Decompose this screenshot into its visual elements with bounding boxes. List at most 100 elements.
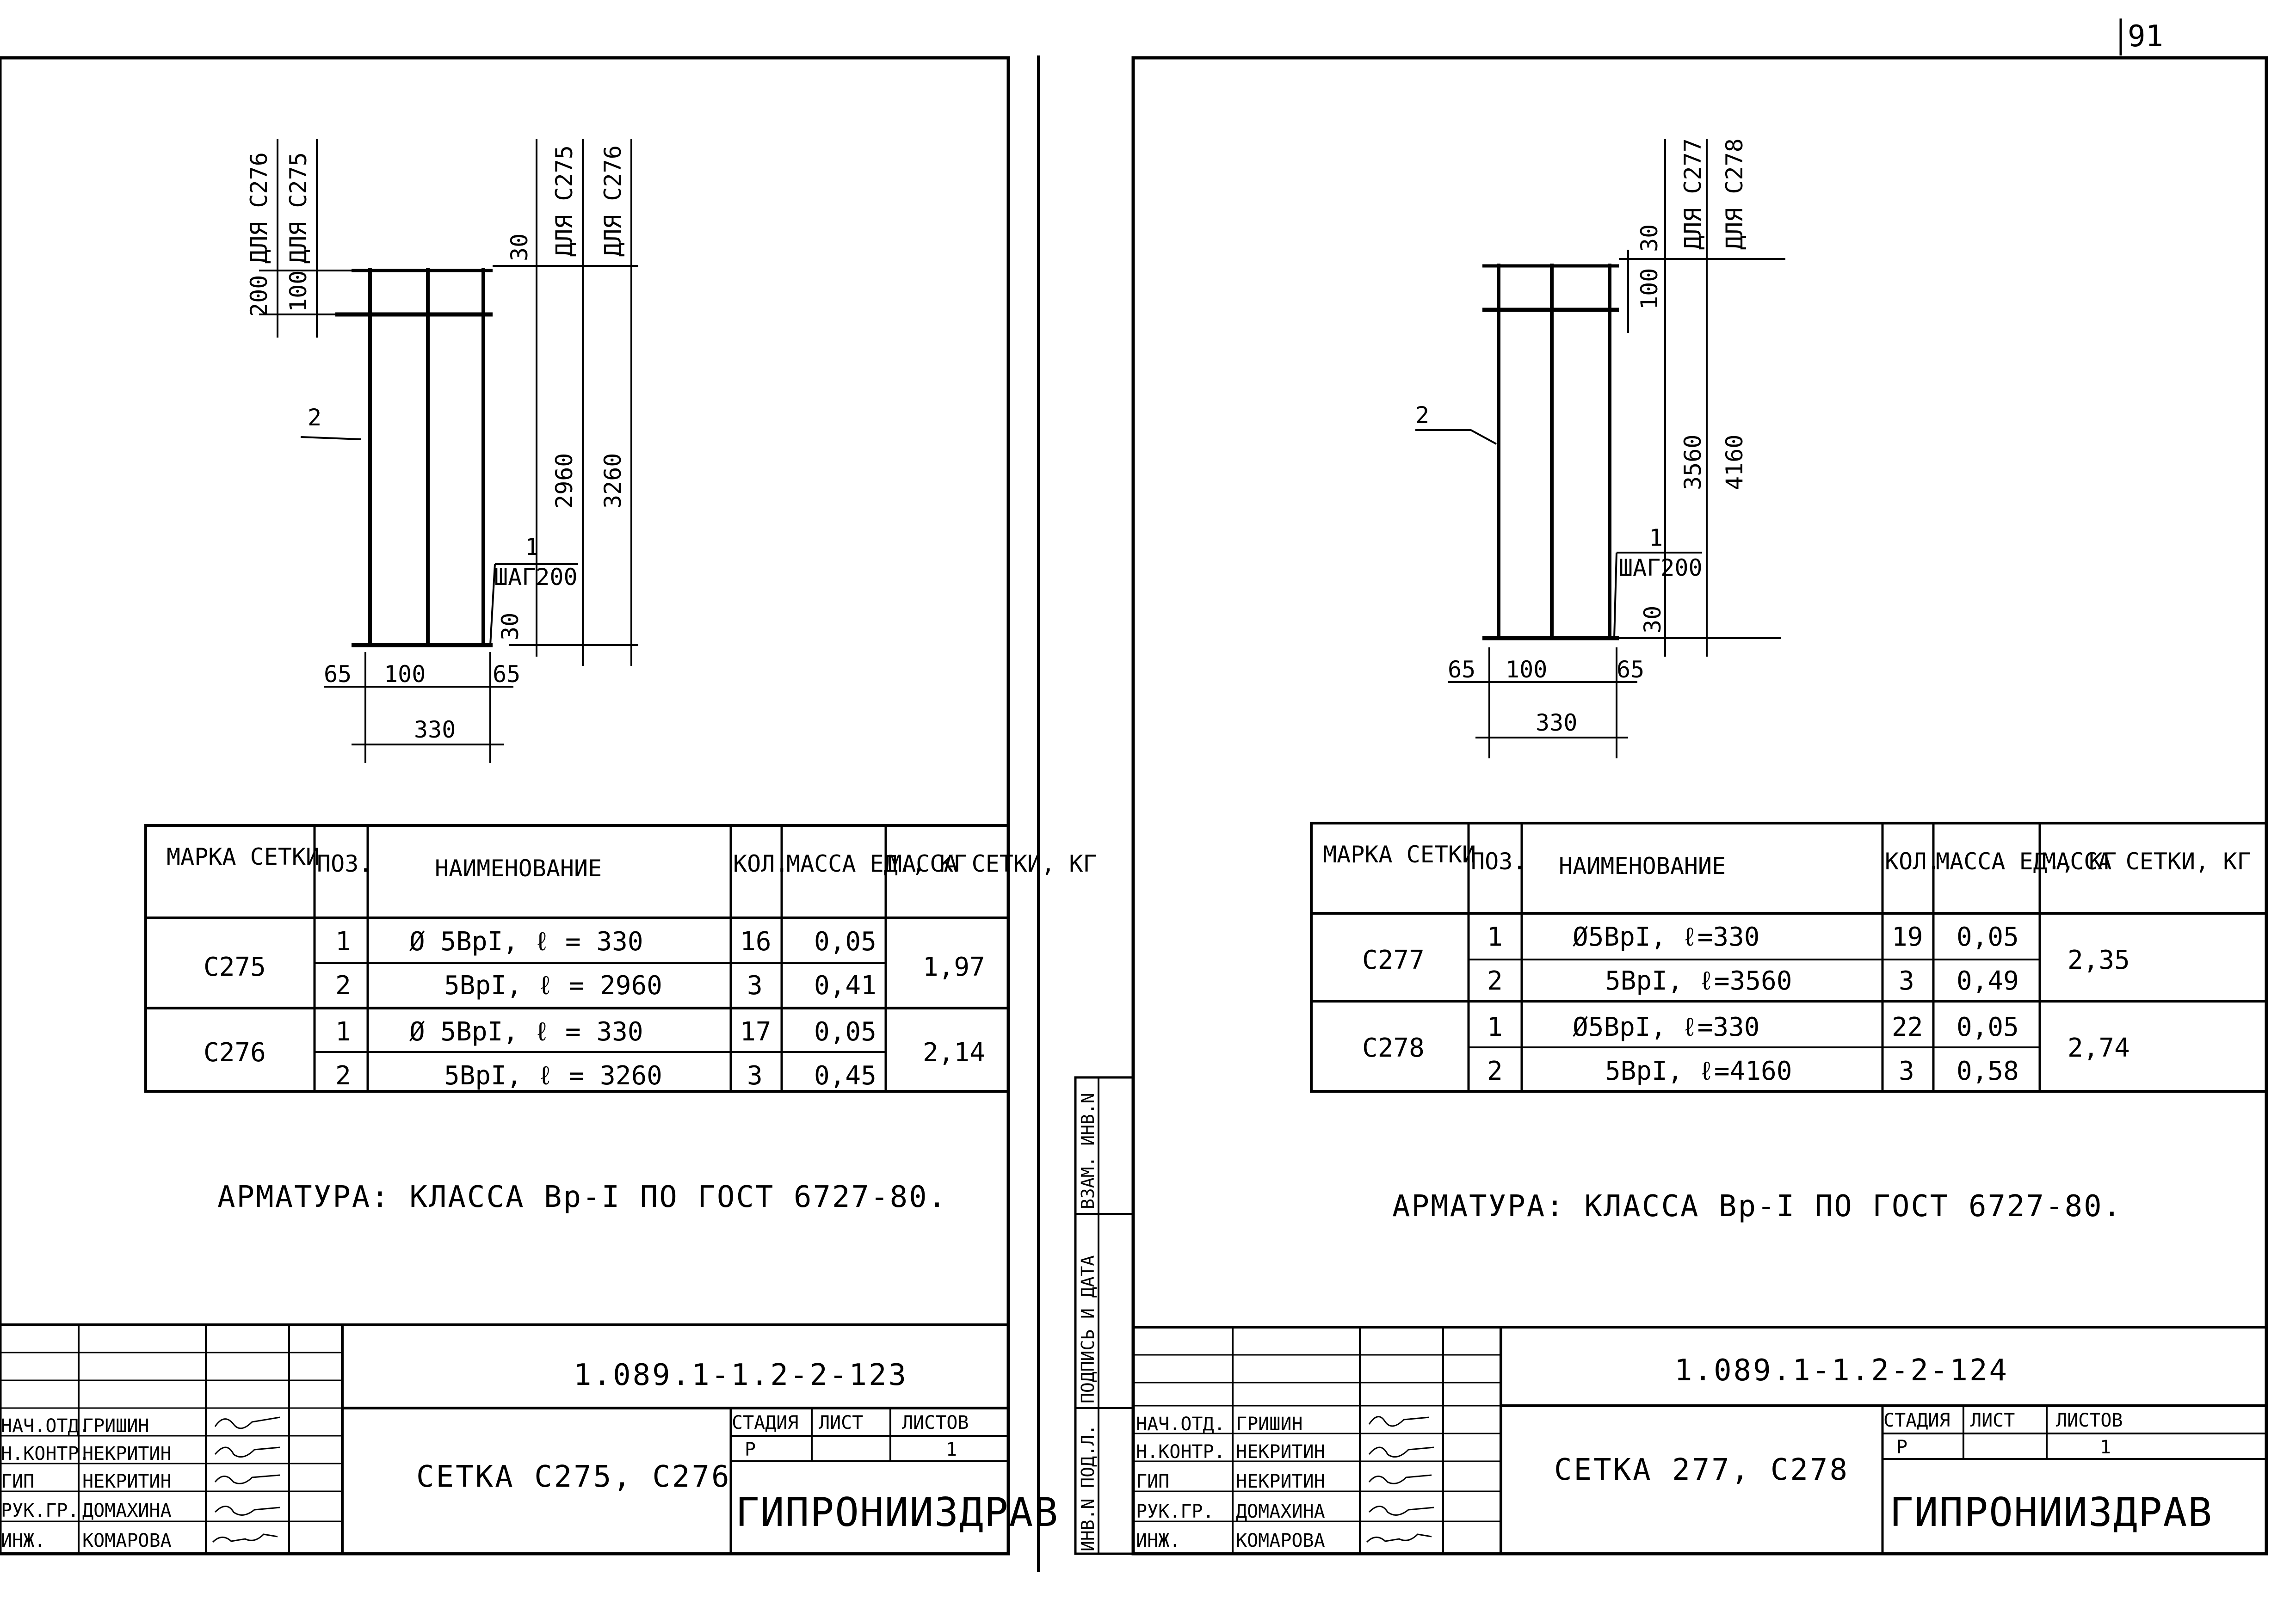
sheet-label-left: ЛИСТ	[819, 1412, 863, 1433]
name-1-right: ГРИШИН	[1236, 1414, 1303, 1435]
th-pos-left: ПОЗ.	[317, 850, 372, 877]
dim-top-30-right: 30	[1636, 224, 1663, 252]
dim-label-1-right: ДЛЯ C277	[1679, 138, 1706, 250]
pos-c277-2: 2	[1487, 966, 1503, 996]
dim-width-right: 330	[1536, 709, 1577, 736]
name-c276-1: Ø 5ВрI, ℓ = 330	[409, 1017, 643, 1047]
dim-bottom-30-left: 30	[497, 613, 524, 640]
spec-table-right	[1310, 822, 2268, 1093]
mass-total-c276: 2,14	[923, 1038, 985, 1068]
th-mass-unit-left: МАССА ЕД., КГ	[786, 850, 967, 877]
role-1-left: НАЧ.ОТД.	[1, 1415, 90, 1437]
qty-c275-2: 3	[747, 971, 763, 1001]
mass-c276-1: 0,05	[814, 1017, 876, 1047]
name-c275-1: Ø 5ВрI, ℓ = 330	[409, 927, 643, 957]
mark-c277: C277	[1362, 945, 1425, 975]
mass-c275-1: 0,05	[814, 927, 876, 957]
doc-code-right: 1.089.1-1.2-2-124	[1674, 1353, 2009, 1388]
signatures-right	[1366, 1416, 1434, 1543]
role-1-right: НАЧ.ОТД.	[1136, 1414, 1225, 1435]
dim-label-3-left: ДЛЯ C275	[551, 145, 578, 257]
pos-c276-2: 2	[335, 1061, 351, 1091]
pos-2-label-right: 2	[1415, 402, 1429, 429]
role-4-right: РУК.ГР.	[1136, 1501, 1214, 1522]
mesh-drawing-right	[1482, 264, 1619, 640]
qty-c278-2: 3	[1899, 1056, 1914, 1086]
name-c275-2: 5ВрI, ℓ = 2960	[444, 971, 662, 1001]
name-3-right: НЕКРИТИН	[1236, 1471, 1325, 1492]
sheets-count-right: 1	[2100, 1437, 2111, 1458]
pos-c278-2: 2	[1487, 1056, 1503, 1086]
sheets-label-left: ЛИСТОВ	[902, 1412, 969, 1433]
dim-top-30-left: 30	[506, 234, 533, 261]
role-3-left: ГИП	[1, 1471, 34, 1492]
mark-c275: C275	[204, 952, 266, 982]
title-block-left	[0, 1323, 1008, 1554]
stamp-inv-label: ИНВ.N ПОД.Л.	[1078, 1424, 1098, 1551]
org-left: ГИПРОНИИЗДРАВ	[735, 1489, 1059, 1536]
name-4-right: ДОМАХИНА	[1236, 1501, 1325, 1522]
qty-c276-1: 17	[740, 1017, 771, 1047]
qty-c278-1: 22	[1892, 1012, 1923, 1042]
mass-c277-1: 0,05	[1957, 922, 2019, 952]
sheets-count-left: 1	[946, 1439, 957, 1460]
name-c277-2: 5ВрI, ℓ=3560	[1605, 966, 1792, 996]
dim-bottom-100-right: 100	[1506, 656, 1547, 683]
role-2-left: Н.КОНТР.	[1, 1443, 90, 1464]
stage-label-right: СТАДИЯ	[1883, 1410, 1950, 1431]
dim-top-100-left: 100	[285, 271, 312, 312]
mass-c275-2: 0,41	[814, 971, 876, 1001]
role-5-right: ИНЖ.	[1136, 1530, 1180, 1551]
sheets-label-right: ЛИСТОВ	[2056, 1410, 2123, 1431]
name-c276-2: 5ВрI, ℓ = 3260	[444, 1061, 662, 1091]
qty-c277-1: 19	[1892, 922, 1923, 952]
pos-c278-1: 1	[1487, 1012, 1503, 1042]
dim-height-2-right: 4160	[1721, 435, 1748, 490]
dim-height-1-left: 2960	[551, 453, 578, 509]
name-2-right: НЕКРИТИН	[1236, 1441, 1325, 1463]
stage-left: Р	[745, 1439, 756, 1460]
th-mark-right: МАРКА СЕТКИ	[1323, 841, 1476, 868]
dim-height-2-left: 3260	[599, 453, 626, 509]
mark-c276: C276	[204, 1038, 266, 1068]
mass-c278-2: 0,58	[1957, 1056, 2019, 1086]
stage-label-left: СТАДИЯ	[732, 1412, 799, 1433]
spec-table-left	[144, 824, 1010, 1093]
th-name-left: НАИМЕНОВАНИЕ	[435, 855, 602, 882]
dim-width-left: 330	[414, 716, 456, 743]
qty-c275-1: 16	[740, 927, 771, 957]
mass-c277-2: 0,49	[1957, 966, 2019, 996]
doc-title-right: СЕТКА 277, С278	[1554, 1453, 1849, 1487]
sheet-right-frame	[1131, 56, 2268, 1556]
role-5-left: ИНЖ.	[1, 1530, 45, 1551]
dim-top-100-right: 100	[1636, 268, 1663, 310]
sheet-left: 2 1 ШАГ200 200 100 30 ДЛЯ C276 ДЛЯ C275 …	[0, 56, 1097, 1556]
signatures-left	[212, 1416, 280, 1543]
name-c277-1: Ø5ВрI, ℓ=330	[1573, 922, 1759, 952]
mass-total-c278: 2,74	[2068, 1033, 2130, 1063]
pos-c275-1: 1	[335, 927, 351, 957]
name-1-left: ГРИШИН	[82, 1415, 149, 1437]
role-3-right: ГИП	[1136, 1471, 1169, 1492]
name-c278-2: 5ВрI, ℓ=4160	[1605, 1056, 1792, 1086]
pos-1-step-right: ШАГ200	[1619, 554, 1703, 581]
pos-1-step-left: ШАГ200	[494, 564, 578, 591]
name-5-right: КОМАРОВА	[1236, 1530, 1325, 1551]
th-pos-right: ПОЗ.	[1471, 848, 1526, 875]
dim-bottom-65a-right: 65	[1448, 656, 1475, 683]
org-right: ГИПРОНИИЗДРАВ	[1889, 1489, 2213, 1536]
th-mass-total-right: МАССА СЕТКИ, КГ	[2042, 848, 2251, 875]
doc-title-left: СЕТКА С275, С276	[416, 1460, 731, 1494]
dim-label-1-left: ДЛЯ C276	[246, 152, 272, 264]
note-right: АРМАТУРА: КЛАССА Вр-I ПО ГОСТ 6727-80.	[1392, 1189, 2122, 1224]
dim-height-1-right: 3560	[1679, 435, 1706, 490]
note-left: АРМАТУРА: КЛАССА Вр-I ПО ГОСТ 6727-80.	[217, 1180, 947, 1214]
sheet-right: 2 1 ШАГ200 100 30 ДЛЯ C277 ДЛЯ C278 3560…	[1131, 56, 2268, 1556]
dim-bottom-65b-right: 65	[1617, 656, 1644, 683]
pos-c277-1: 1	[1487, 922, 1503, 952]
mass-total-c277: 2,35	[2068, 945, 2130, 975]
dim-label-2-left: ДЛЯ C275	[285, 152, 312, 264]
pos-2-label-left: 2	[308, 404, 321, 431]
dim-bottom-65a-left: 65	[324, 661, 352, 688]
